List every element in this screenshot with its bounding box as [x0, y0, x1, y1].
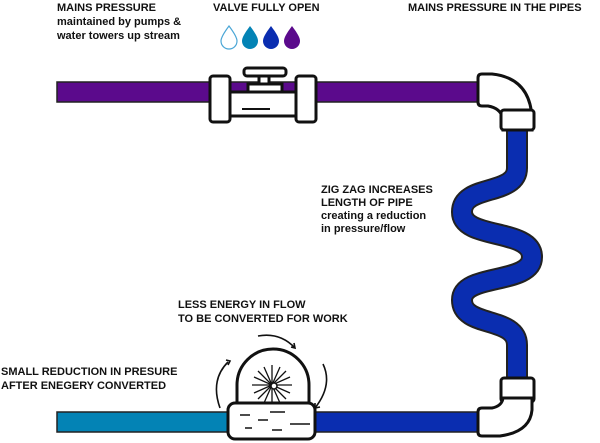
- water-drop-purple-icon: [284, 26, 300, 49]
- zigzag-desc-1: creating a reduction: [321, 210, 427, 222]
- reduction-label: SMALL REDUCTION IN PRESURE AFTER ENEGERY…: [1, 365, 177, 393]
- mains-pressure-title: MAINS PRESSURE: [57, 2, 157, 14]
- reduction-line-1: SMALL REDUCTION IN PRESURE: [1, 366, 178, 378]
- mains-pressure-label: MAINS PRESSURE maintained by pumps & wat…: [57, 1, 181, 43]
- mains-pressure-desc-1: maintained by pumps &: [57, 16, 182, 28]
- bottom-pipe-blue: [311, 411, 485, 433]
- energy-line-2: TO BE CONVERTED FOR WORK: [178, 313, 348, 325]
- zigzag-title-2: LENGTH OF PIPE: [321, 197, 413, 209]
- energy-label: LESS ENERGY IN FLOW TO BE CONVERTED FOR …: [178, 298, 348, 326]
- elbow-joint-icon: [476, 376, 536, 438]
- valve-label: VALVE FULLY OPEN: [213, 2, 320, 14]
- water-drop-teal-icon: [242, 26, 258, 49]
- energy-line-1: LESS ENERGY IN FLOW: [178, 299, 306, 311]
- pipes-pressure-label: MAINS PRESSURE IN THE PIPES: [408, 2, 582, 14]
- bottom-pipe-teal: [56, 411, 230, 433]
- valve-icon: [208, 66, 318, 124]
- reduction-line-2: AFTER ENEGERY CONVERTED: [1, 380, 167, 392]
- elbow-joint-icon: [476, 72, 536, 132]
- mains-pressure-desc-2: water towers up stream: [57, 30, 180, 42]
- zigzag-pipe: [452, 128, 542, 382]
- water-drop-outline-icon: [220, 24, 238, 50]
- zigzag-label: ZIG ZAG INCREASES LENGTH OF PIPE creatin…: [321, 184, 433, 236]
- zigzag-title-1: ZIG ZAG INCREASES: [321, 184, 433, 196]
- zigzag-desc-2: in pressure/flow: [321, 223, 406, 235]
- water-drop-blue-icon: [263, 26, 279, 49]
- turbine-icon: [215, 334, 328, 441]
